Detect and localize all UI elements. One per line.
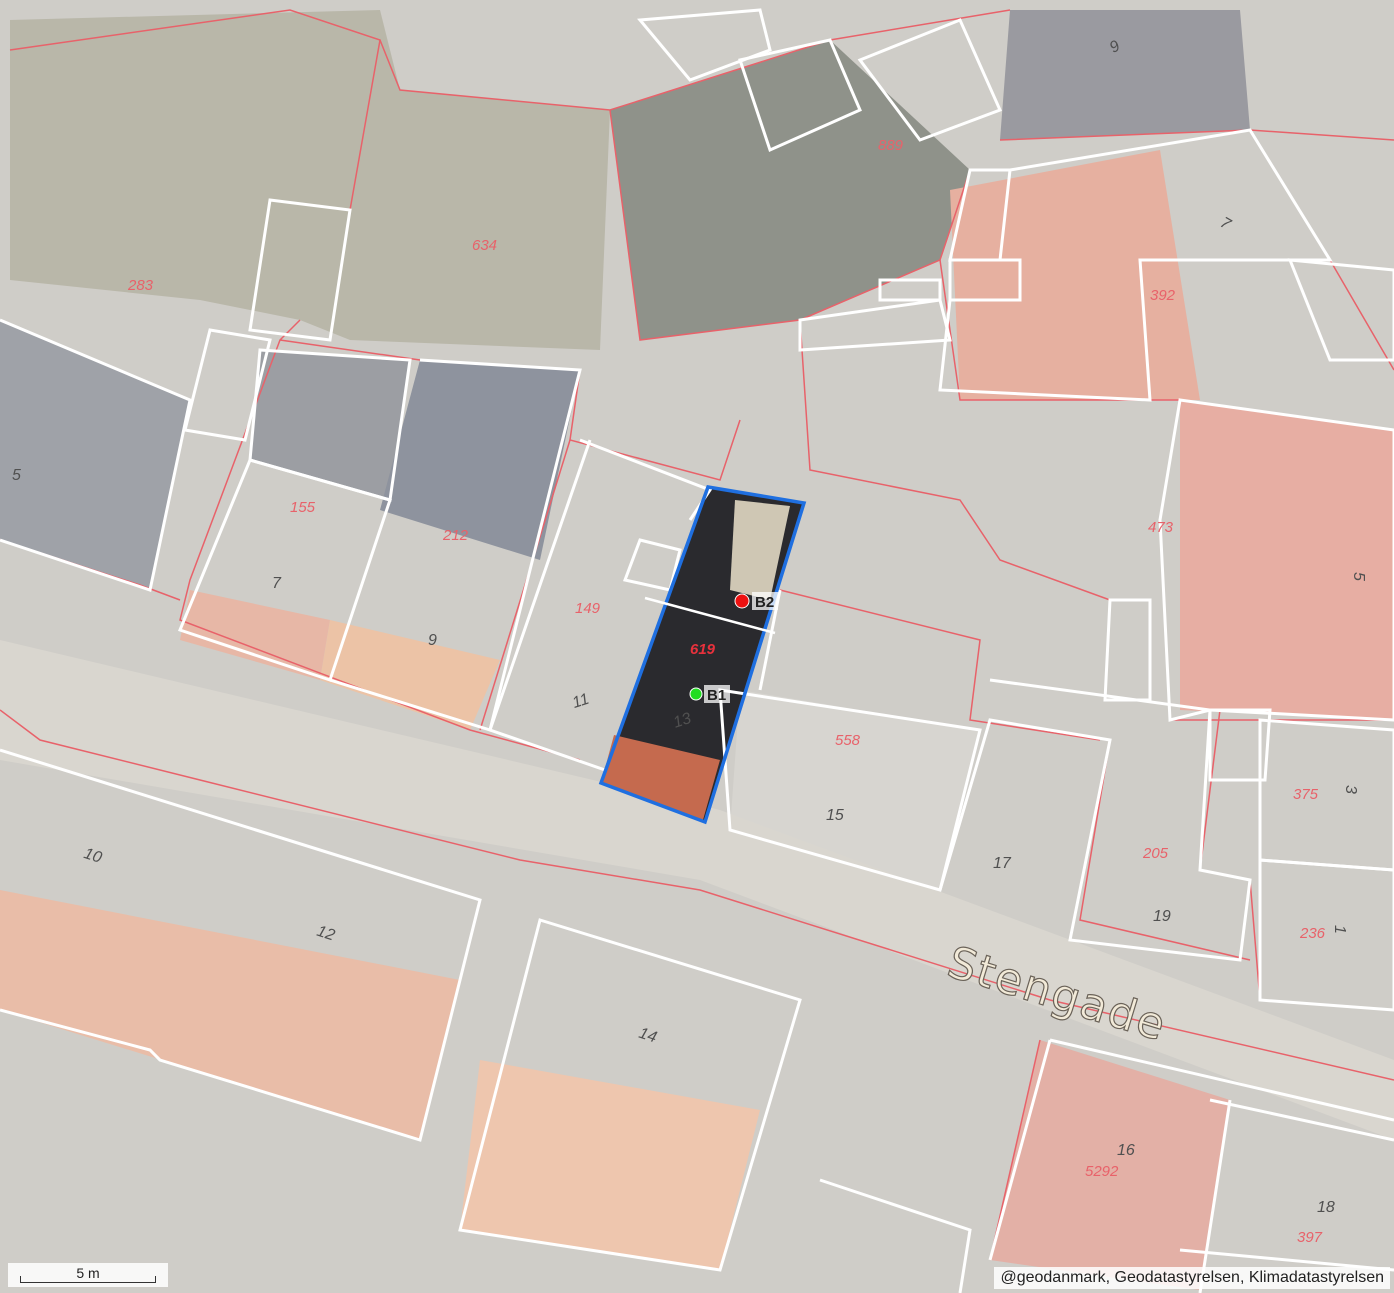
selected-parcel-divider	[644, 596, 776, 635]
cadastre-number: 634	[472, 237, 497, 254]
scale-bar-label: 5 m	[76, 1265, 100, 1281]
roof-dark	[250, 350, 410, 500]
roof-solar	[380, 360, 580, 560]
cadastre-number: 205	[1142, 845, 1169, 862]
roof-tile	[0, 890, 460, 1140]
scale-bar: 5 m	[8, 1263, 168, 1287]
house-number: 17	[993, 855, 1012, 872]
cadastre-number: 392	[1150, 287, 1176, 304]
roof-tile	[990, 1040, 1230, 1290]
cadastre-number: 889	[878, 137, 904, 154]
marker-b2[interactable]: B2	[734, 592, 778, 611]
map-attribution: @geodanmark, Geodatastyrelsen, Klimadata…	[994, 1267, 1390, 1289]
house-number: 7	[272, 575, 282, 592]
cadastre-number: 375	[1293, 786, 1319, 803]
cadastre-number: 283	[127, 277, 154, 294]
marker-b1-dot[interactable]	[689, 687, 703, 701]
cadastre-number-labels: 283 634 155 212 149 619 558 473 375 205 …	[127, 137, 1326, 1246]
roof-tile	[460, 1060, 760, 1270]
cadastre-number: 619	[690, 641, 716, 658]
house-number: 19	[1153, 908, 1171, 925]
cadastre-number: 473	[1148, 519, 1174, 536]
house-number: 10	[82, 845, 104, 867]
house-number: 18	[1317, 1199, 1335, 1216]
marker-b2-label-bg	[752, 592, 778, 610]
roof-dark	[0, 320, 190, 590]
house-number: 14	[637, 1025, 659, 1047]
house-number: 5	[12, 467, 21, 484]
cadastre-number: 5292	[1085, 1163, 1119, 1180]
roof-tile	[320, 620, 500, 730]
house-number: 9	[428, 632, 437, 649]
roof-tile	[180, 590, 330, 680]
marker-b2-dot[interactable]	[734, 593, 750, 609]
roof-dark	[1000, 10, 1250, 140]
marker-b1-label: B1	[707, 687, 726, 704]
cadastre-number: 236	[1299, 925, 1326, 942]
cadastre-number: 558	[835, 732, 861, 749]
house-number-labels: 5 7 9 11 13 15 17 19 10 12 14 16 18 3 1 …	[12, 36, 1367, 1216]
selected-parcel-roof	[601, 735, 720, 820]
house-number: 3	[1342, 785, 1359, 794]
house-number: 12	[315, 923, 337, 945]
house-number: 15	[826, 807, 844, 824]
marker-b1-label-bg	[704, 685, 730, 703]
scale-bar-line	[20, 1276, 156, 1283]
roof-tile	[950, 150, 1200, 400]
roof-tile	[1180, 400, 1394, 720]
house-number: 16	[1117, 1142, 1135, 1159]
marker-b1[interactable]: B1	[689, 685, 730, 704]
cadastre-number: 397	[1297, 1229, 1323, 1246]
garden-area	[610, 40, 970, 340]
house-number: 11	[570, 691, 591, 712]
selected-parcel-yard	[730, 500, 790, 600]
selected-parcel-outline[interactable]	[598, 485, 807, 825]
cadastre-number: 155	[290, 499, 316, 516]
building-outlines	[0, 8, 1394, 1293]
road-stengade	[0, 640, 1394, 1140]
cadastre-number: 212	[442, 527, 469, 544]
vegetation-area	[10, 10, 610, 350]
house-number: 13	[671, 710, 693, 732]
house-number: 1	[1331, 925, 1348, 934]
house-number: 5	[1350, 572, 1367, 581]
marker-b2-label: B2	[755, 594, 774, 611]
cadastre-number: 149	[575, 600, 601, 617]
